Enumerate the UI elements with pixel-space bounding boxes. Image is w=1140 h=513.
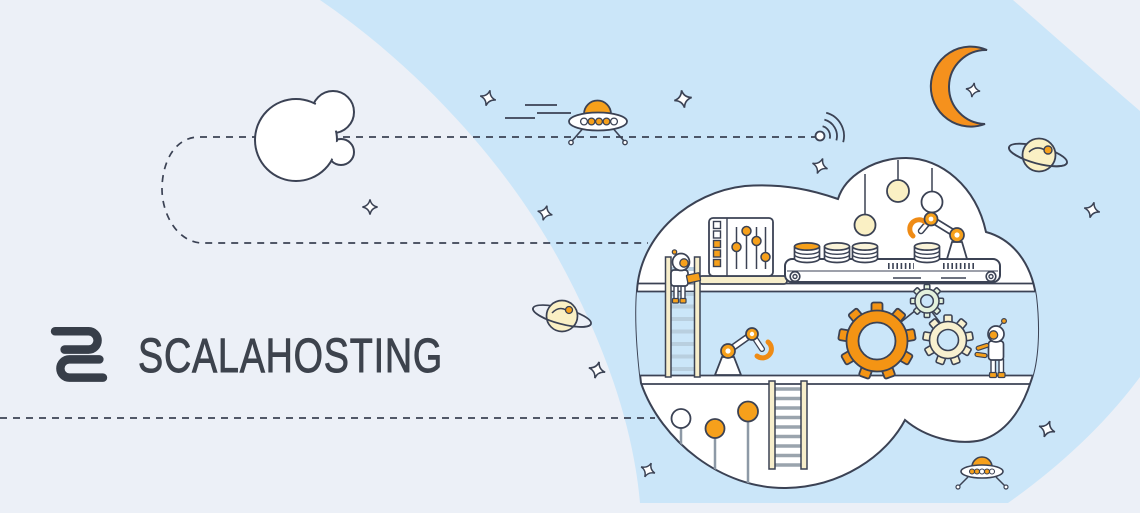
tool-icon bbox=[975, 342, 990, 351]
conveyor-belt bbox=[784, 258, 1001, 283]
planet-saturn-right-icon bbox=[1008, 137, 1068, 173]
brand-wordmark: SCALAHOSTING bbox=[138, 330, 443, 383]
dashed-flight-path bbox=[0, 136, 818, 419]
coin-stack bbox=[913, 242, 941, 264]
signal-receiver-icon bbox=[814, 111, 845, 143]
planet-saturn-left-icon bbox=[532, 299, 592, 333]
robot-arm-middle bbox=[713, 327, 774, 376]
hanging-light-bulb bbox=[853, 213, 877, 237]
robot-arm-upper bbox=[907, 211, 969, 260]
factory-cloud-interior bbox=[636, 160, 1039, 489]
slider-knobs bbox=[731, 225, 771, 263]
robot-claw bbox=[754, 339, 774, 361]
small-cloud bbox=[254, 90, 355, 182]
hanging-light-bulb bbox=[920, 190, 944, 214]
coin-stacks bbox=[793, 242, 941, 264]
astronaut-on-ladder bbox=[670, 249, 702, 304]
gear-cream-icon bbox=[922, 314, 974, 366]
crescent-moon-icon bbox=[929, 45, 988, 128]
flying-ufo-icon bbox=[505, 99, 628, 146]
gear-orange-icon bbox=[837, 301, 917, 380]
coin-stack bbox=[851, 242, 879, 264]
coin-stack bbox=[823, 242, 851, 264]
hanging-lights bbox=[853, 160, 944, 237]
tool-icon bbox=[974, 351, 988, 359]
gear-green-icon bbox=[909, 283, 945, 319]
ladder-lower bbox=[768, 380, 808, 470]
coin-stack bbox=[793, 242, 821, 264]
small-ufo-icon bbox=[955, 456, 1009, 490]
astronaut-with-tools bbox=[974, 318, 1007, 379]
logo-s-mark bbox=[50, 327, 108, 382]
scalahosting-logo[interactable]: SCALAHOSTING bbox=[50, 327, 443, 383]
control-panel bbox=[698, 217, 788, 285]
laptop-icon bbox=[685, 272, 702, 284]
robot-claw bbox=[907, 217, 928, 239]
hanging-light-bulb bbox=[886, 179, 910, 203]
